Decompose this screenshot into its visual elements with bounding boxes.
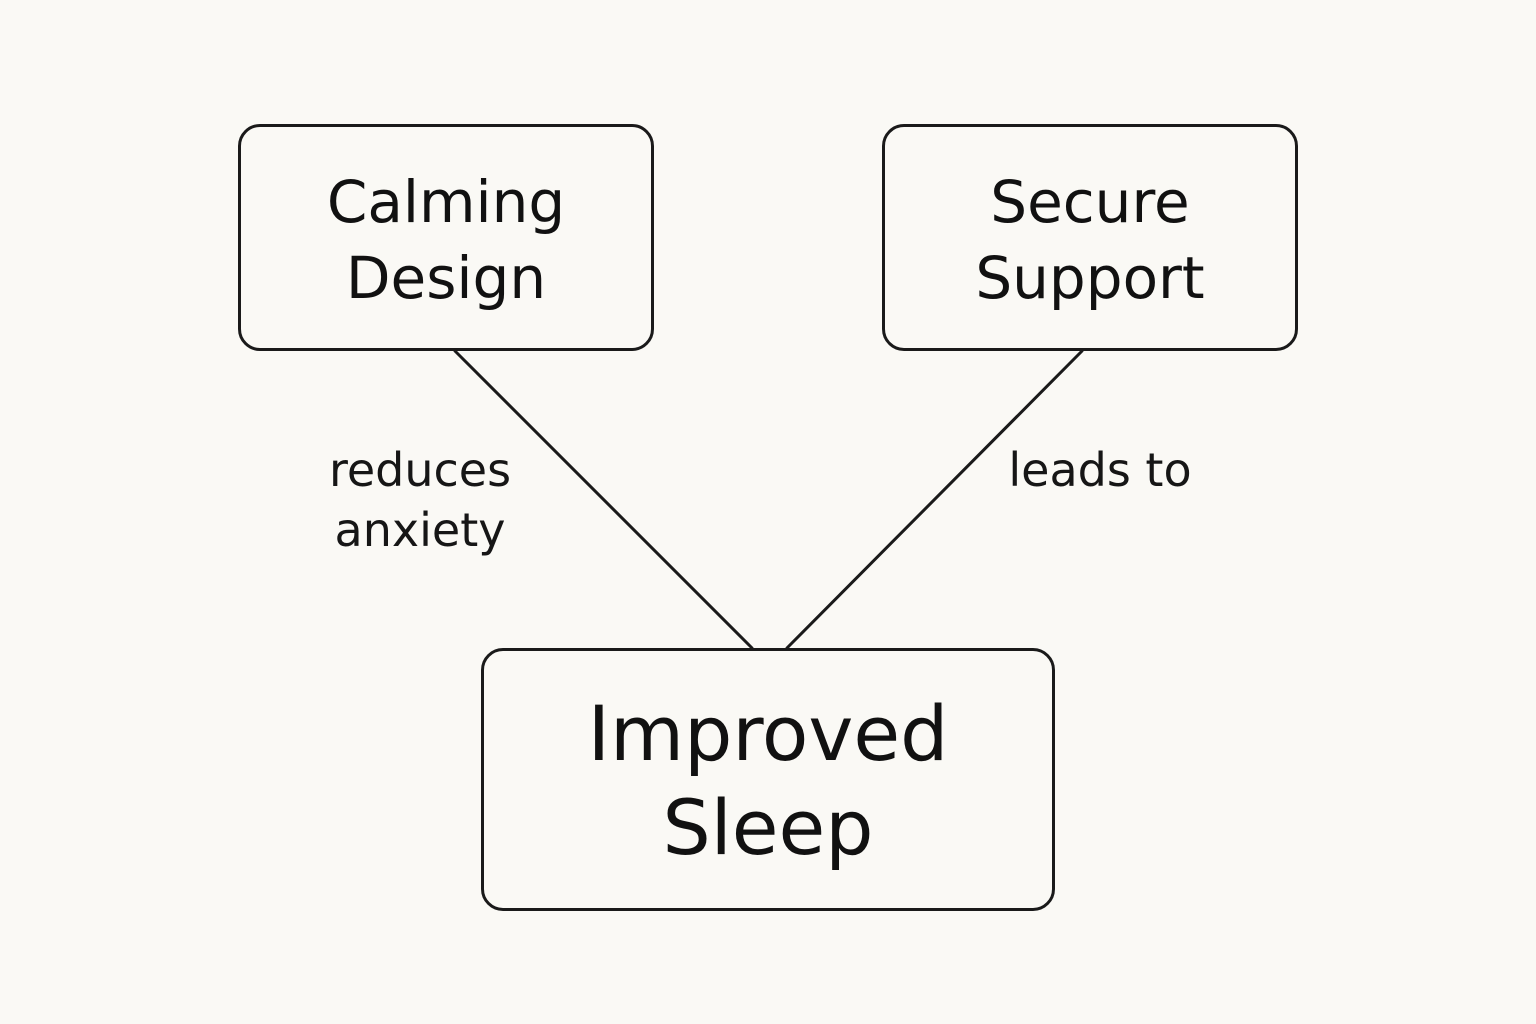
edge-line-calming-to-improved [453,349,754,650]
edge-label-reduces-anxiety-line-2: anxiety [334,503,506,557]
node-calming-design: Calming Design [238,124,654,351]
edge-label-leads-to: leads to [1000,440,1200,500]
edge-line-secure-to-improved [785,349,1084,650]
node-calming-design-line-1: Calming [326,167,566,236]
node-calming-design-line-2: Design [345,243,547,312]
node-secure-support-line-2: Support [975,243,1205,312]
edge-label-leads-to-text: leads to [1008,443,1192,497]
node-improved-sleep: Improved Sleep [481,648,1055,911]
edge-label-reduces-anxiety: reduces anxiety [300,440,540,560]
node-secure-support-line-1: Secure [990,167,1190,236]
node-secure-support: Secure Support [882,124,1298,351]
node-improved-sleep-line-2: Sleep [662,782,874,872]
edge-label-reduces-anxiety-line-1: reduces [328,443,512,497]
node-improved-sleep-line-1: Improved [587,688,949,778]
